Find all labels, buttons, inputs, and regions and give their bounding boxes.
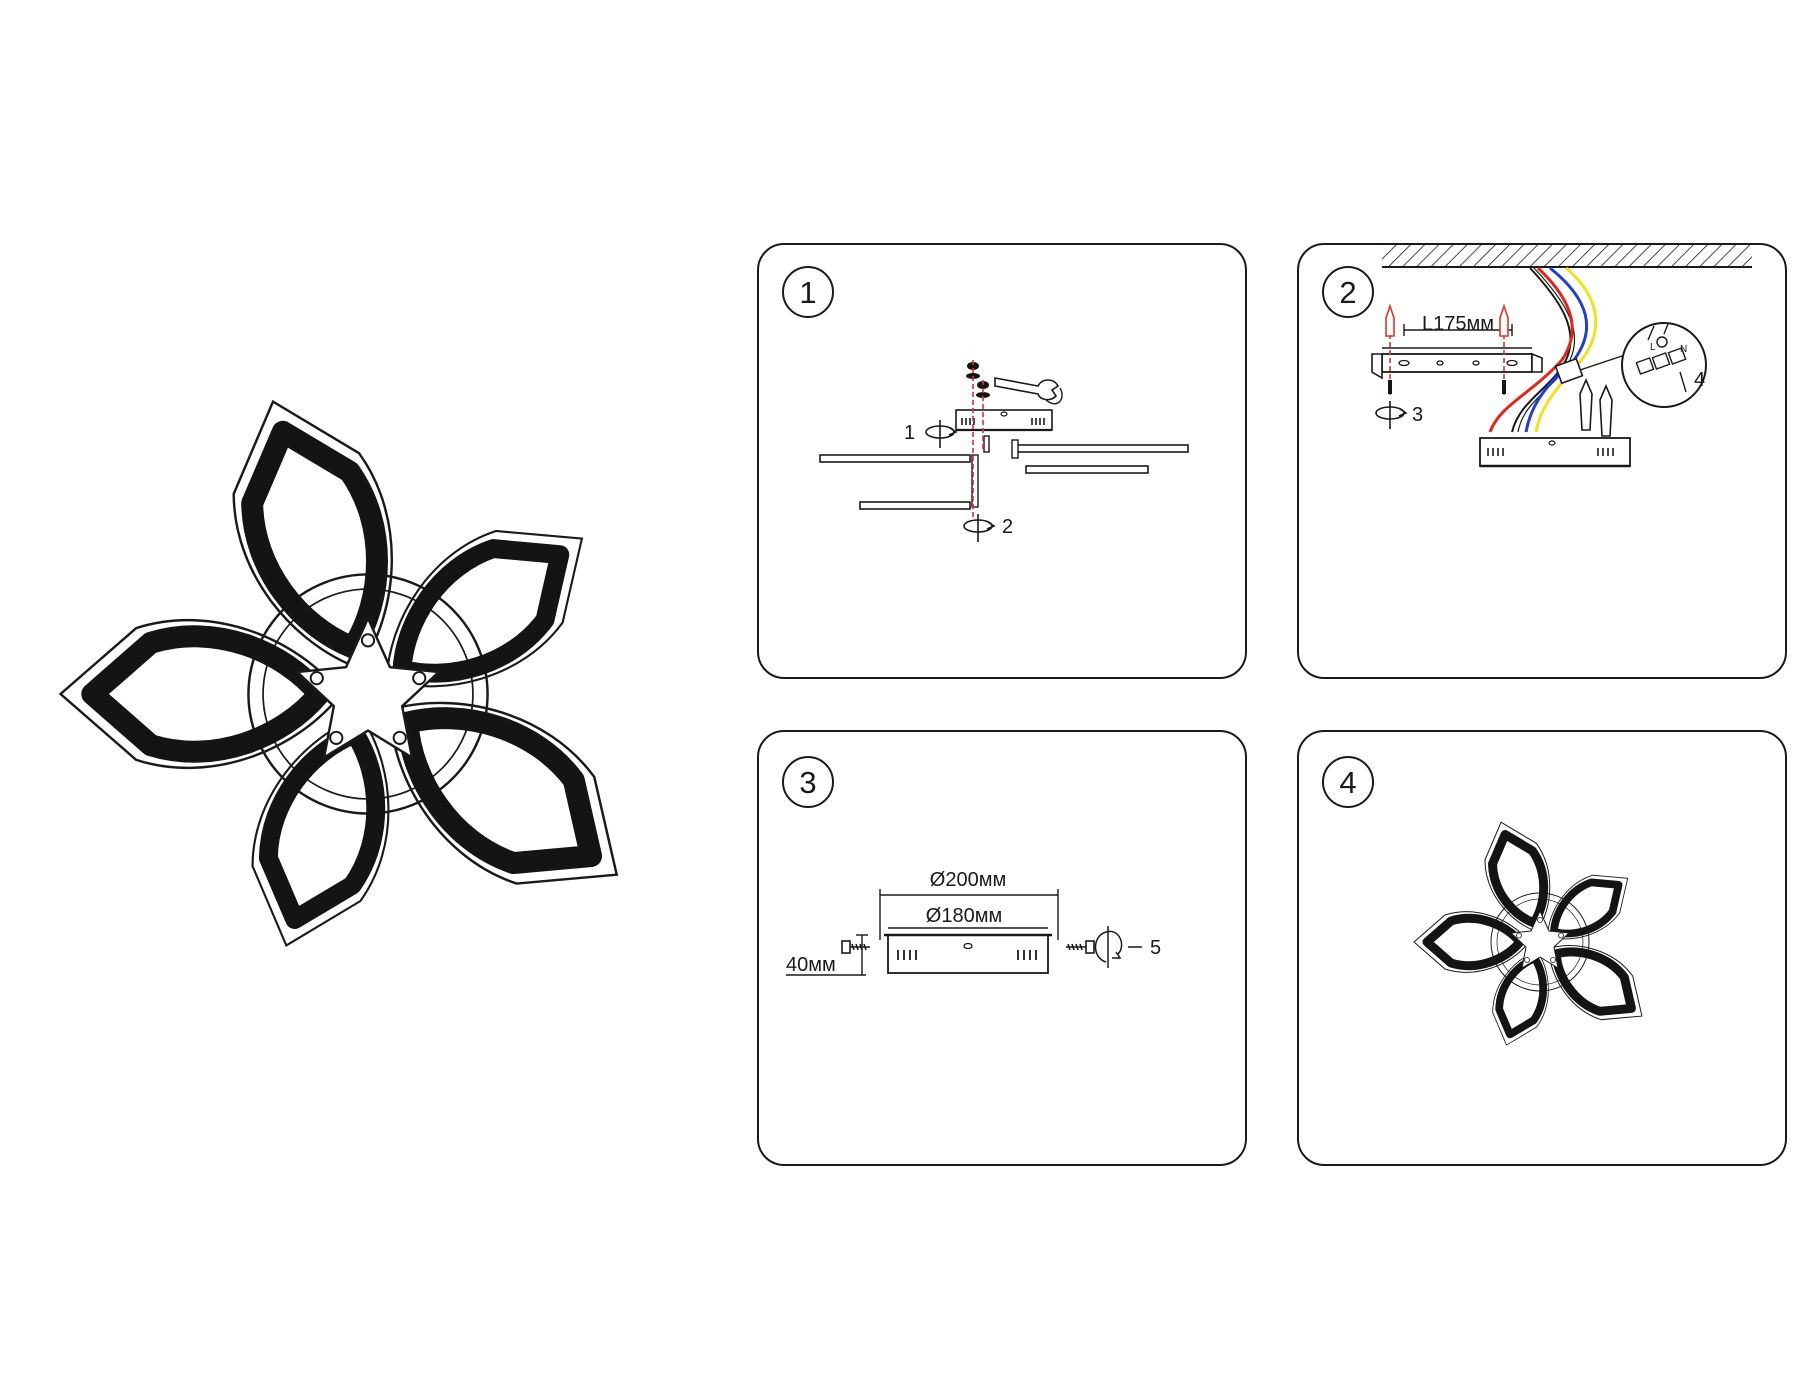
step-panel-4: 4 (1297, 730, 1787, 1166)
step-panel-3: 3 Ø200мм Ø180мм 40мм (757, 730, 1247, 1166)
step-number-badge (1322, 266, 1374, 318)
step-number: 3 (799, 765, 816, 800)
ceiling-hatch (1382, 245, 1752, 267)
inner-diameter-label: Ø180мм (926, 905, 1002, 927)
rotate-label-5: 5 (1150, 937, 1161, 959)
depth-label: 40мм (786, 954, 836, 976)
step-number: 4 (1339, 765, 1356, 800)
terminal-label-n: N (1680, 344, 1687, 355)
rotate-label-3: 3 (1412, 404, 1423, 426)
step-number: 2 (1339, 275, 1356, 310)
terminal-zoom (1621, 322, 1707, 408)
rotate-label-1: 1 (904, 422, 915, 444)
step-number: 1 (799, 275, 816, 310)
terminal-label-l: L (1650, 342, 1656, 353)
step-number-badge (782, 756, 834, 808)
step-number-badge (1322, 756, 1374, 808)
step-number-badge (782, 266, 834, 318)
rotate-label-2: 2 (1002, 516, 1013, 538)
step-panel-2: 2 L175мм 3 (1297, 243, 1787, 679)
step-panel-1: 1 1 2 (757, 243, 1247, 679)
product-overview (61, 379, 661, 965)
callout-label-4: 4 (1694, 369, 1705, 391)
outer-diameter-label: Ø200мм (930, 869, 1006, 891)
bracket-length-label: L175мм (1422, 313, 1494, 335)
